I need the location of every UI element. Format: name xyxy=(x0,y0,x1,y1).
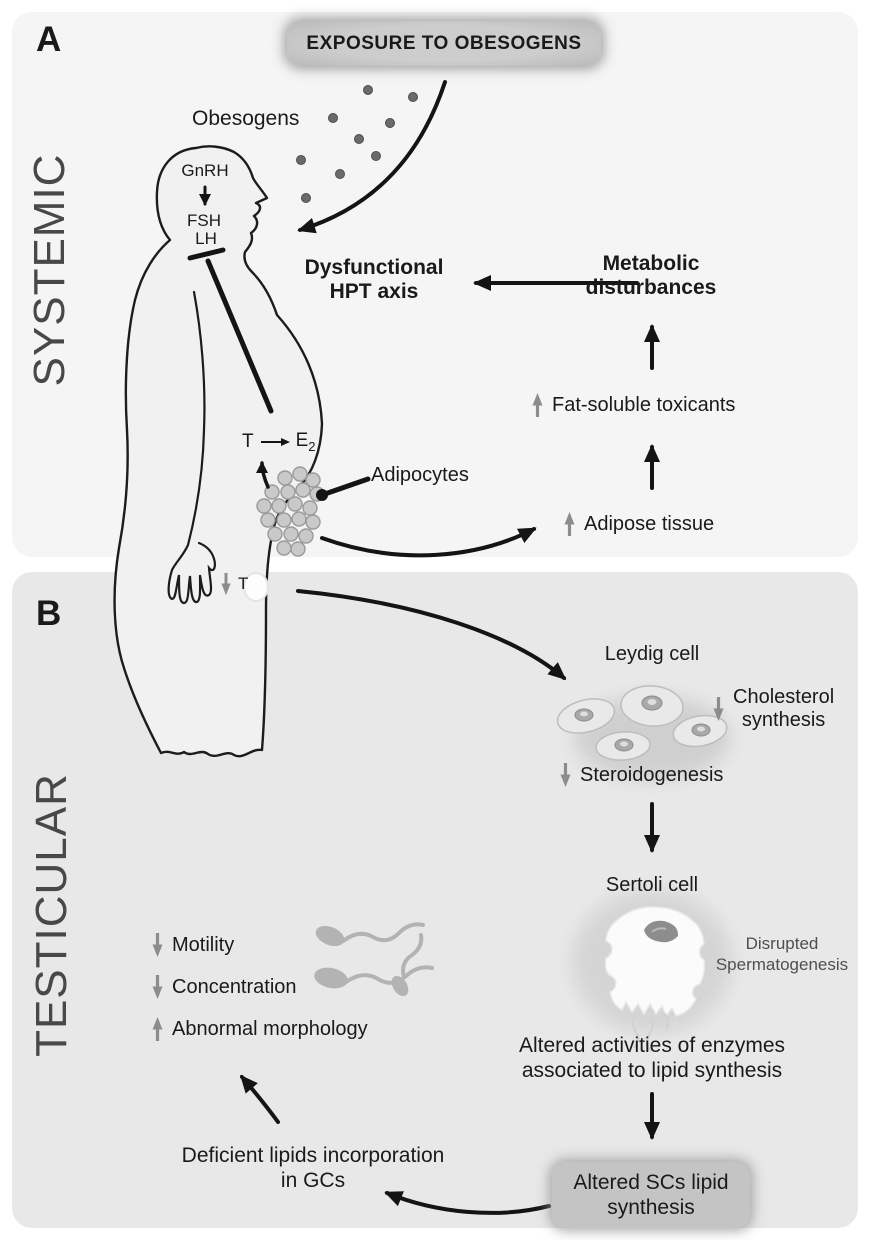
decrease-arrow-icon xyxy=(152,975,163,999)
adipocytes-label: Adipocytes xyxy=(371,464,469,486)
deficient-to-params-arrow xyxy=(240,1074,280,1124)
increase-arrow-icon xyxy=(532,393,543,417)
deficient-lipids-label: Deficient lipids incorporation in GCs xyxy=(181,1144,445,1192)
exposure-banner: EXPOSURE TO OBESOGENS xyxy=(287,21,601,66)
abnormal-morphology-item: Abnormal morphology xyxy=(151,1015,368,1043)
banner-to-head-arrow xyxy=(297,80,447,234)
obese-male-figure xyxy=(113,145,324,758)
decrease-arrow-icon xyxy=(221,572,231,596)
abnormal-morphology-label: Abnormal morphology xyxy=(172,1017,368,1040)
panel-b-letter: B xyxy=(36,594,62,633)
adipocytes-leader-line xyxy=(319,476,371,498)
fsh-label: FSH xyxy=(187,211,221,230)
decrease-arrow-icon xyxy=(560,763,571,787)
steroidogenesis-item: Steroidogenesis xyxy=(559,761,723,789)
belly-to-adipose-arrow xyxy=(320,527,537,558)
inhibition-line xyxy=(205,258,274,414)
right-arrow-icon xyxy=(260,437,290,446)
metabolic-disturbances-label: Metabolic disturbances xyxy=(585,252,717,299)
obesogens-label: Obesogens xyxy=(192,107,300,130)
testicular-side-label: TESTICULAR xyxy=(27,773,76,1057)
leydig-cells-illustration xyxy=(556,685,730,780)
concentration-item: Concentration xyxy=(151,973,297,1001)
sertoli-cell-illustration xyxy=(572,890,732,1052)
decrease-arrow-icon xyxy=(713,697,724,721)
increase-arrow-icon xyxy=(152,1017,163,1041)
lh-label: LH xyxy=(195,229,217,248)
gnrh-label: GnRH xyxy=(181,161,229,180)
decrease-arrow-icon xyxy=(152,933,163,957)
adipocytes-leader-dot xyxy=(316,489,328,501)
systemic-side-label: SYSTEMIC xyxy=(25,153,74,387)
fat-soluble-label: Fat-soluble toxicants xyxy=(552,393,736,416)
box-to-deficient-arrow xyxy=(384,1191,551,1215)
motility-item: Motility xyxy=(151,931,234,959)
steroidogenesis-label: Steroidogenesis xyxy=(580,763,724,786)
testosterone-decrease-item: T xyxy=(220,571,248,597)
sertoli-cell-label: Sertoli cell xyxy=(605,874,699,896)
t-to-e2-label: T E2 xyxy=(242,430,316,454)
altered-scs-lipid-box: Altered SCs lipid synthesis xyxy=(552,1162,750,1228)
increase-arrow-icon xyxy=(564,512,575,536)
groin-to-leydig-arrow xyxy=(296,589,567,680)
cholesterol-item: Cholesterol synthesis xyxy=(712,686,834,732)
dysfunctional-hpt-label: Dysfunctional HPT axis xyxy=(304,256,444,303)
concentration-label: Concentration xyxy=(172,975,297,998)
adipose-tissue-item: Adipose tissue xyxy=(563,510,714,538)
inhibition-bar xyxy=(187,247,226,261)
te2-up-arrow xyxy=(256,461,270,489)
altered-enzymes-label: Altered activities of enzymes associated… xyxy=(518,1034,786,1082)
leydig-cell-label: Leydig cell xyxy=(604,643,700,665)
disrupted-spermatogenesis-label: Disrupted Spermatogenesis xyxy=(715,934,849,974)
fat-soluble-item: Fat-soluble toxicants xyxy=(531,391,735,419)
sperm-illustration xyxy=(314,922,434,997)
obesogen-particles xyxy=(296,85,418,203)
testis-shape xyxy=(243,572,269,602)
panel-a-letter: A xyxy=(36,20,62,59)
t-down-label: T xyxy=(238,574,249,593)
flow-arrows xyxy=(187,80,660,1215)
arm-and-hand xyxy=(167,290,216,605)
adipocyte-cluster xyxy=(256,466,325,557)
motility-label: Motility xyxy=(172,933,235,956)
adipose-tissue-label: Adipose tissue xyxy=(584,512,715,535)
